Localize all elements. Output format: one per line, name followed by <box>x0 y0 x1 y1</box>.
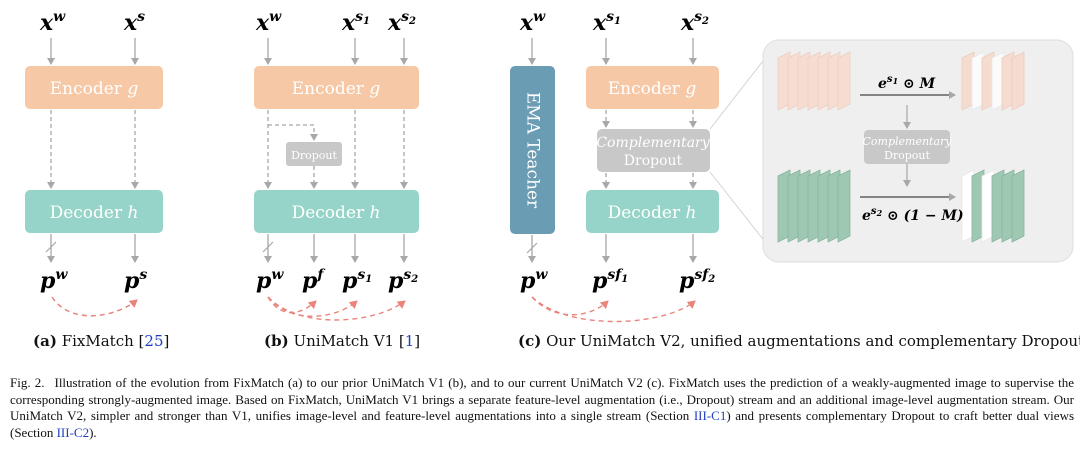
panel-b: xw xs1 xs2 Encoder g Dropout Decoder h p… <box>254 9 420 350</box>
supervision-link <box>267 296 358 317</box>
output-ps1: ps1 <box>342 267 372 294</box>
input-xs1: xs1 <box>592 9 621 36</box>
top-mask-expression: es1 ⊙ M <box>878 74 936 92</box>
inset-dropout-line2: Dropout <box>884 149 930 162</box>
caption-ref-1[interactable]: III-C1 <box>693 408 727 423</box>
output-psf1: psf1 <box>592 267 628 294</box>
complementary-dropout-line1: Complementary <box>596 135 710 151</box>
stop-gradient-mark <box>526 242 538 254</box>
panel-b-caption: (b) UniMatch V1 [1] <box>264 332 420 350</box>
decoder-block <box>254 190 419 233</box>
input-xw: xw <box>39 9 66 36</box>
encoder-block <box>25 66 163 109</box>
supervision-link <box>267 296 406 321</box>
inset-dropout-block <box>864 130 950 164</box>
ema-teacher-block <box>510 66 555 234</box>
supervision-link <box>531 296 609 316</box>
decoder-block <box>586 190 719 233</box>
output-ps: ps <box>124 267 147 294</box>
decoder-label: Decoder h <box>292 203 381 223</box>
encoder-block <box>254 66 419 109</box>
complementary-dropout-line2: Dropout <box>624 153 683 169</box>
feature-stack-top-output <box>961 51 1025 111</box>
encoder-label: Encoder g <box>50 79 139 99</box>
input-xw: xw <box>519 9 546 36</box>
input-xs2: xs2 <box>680 9 709 36</box>
inset-dropout-line1: Complementary <box>862 135 952 148</box>
stop-gradient-mark <box>262 241 274 253</box>
figure-diagram: xw xs Encoder g Decoder h pw ps (a) FixM… <box>25 9 1080 350</box>
encoder-label: Encoder g <box>608 79 697 99</box>
supervision-link <box>531 296 696 323</box>
input-xs: xs <box>123 9 145 36</box>
panel-c-caption: (c) Our UniMatch V2, unified augmentatio… <box>518 332 1080 350</box>
input-xw: xw <box>255 9 282 36</box>
panel-a-caption: (a) FixMatch [25] <box>33 332 169 350</box>
caption-ref-2[interactable]: III-C2 <box>56 424 90 440</box>
feature-stack-top-input <box>777 51 851 111</box>
zoom-line <box>709 171 771 249</box>
caption-text-3: ). <box>89 424 97 440</box>
ema-teacher-label: EMA Teacher <box>523 92 543 209</box>
feature-stack-bottom-input <box>777 169 851 243</box>
output-psf2: psf2 <box>679 267 715 294</box>
input-xs1: xs1 <box>341 9 370 36</box>
caption-text-2: ) and presents complementary Dropout to … <box>10 408 1075 440</box>
decoder-label: Decoder h <box>608 203 697 223</box>
stop-gradient-mark <box>45 241 57 253</box>
dropout-label: Dropout <box>291 149 337 162</box>
complementary-dropout-block <box>597 129 710 172</box>
panel-c: xw xs1 xs2 EMA Teacher Encoder g Complem… <box>510 9 1080 350</box>
encoder-block <box>586 66 719 109</box>
decoder-block <box>25 190 163 233</box>
bottom-mask-expression: es2 ⊙ (1 − M) <box>862 206 964 224</box>
output-pf: pf <box>302 267 326 294</box>
caption-label: Fig. 2. <box>10 375 45 390</box>
panel-a: xw xs Encoder g Decoder h pw ps (a) FixM… <box>25 9 169 350</box>
figure-caption: Fig. 2.Illustration of the evolution fro… <box>10 375 1074 441</box>
output-ps2: ps2 <box>388 267 418 294</box>
output-pw: pw <box>520 267 548 294</box>
complementary-dropout-inset: es1 ⊙ M es2 ⊙ (1 − M) Complementary Drop… <box>762 39 1074 263</box>
zoom-line <box>709 51 771 130</box>
input-xs2: xs2 <box>387 9 416 36</box>
encoder-label: Encoder g <box>292 79 381 99</box>
output-pw: pw <box>40 267 68 294</box>
dropout-block <box>286 142 342 166</box>
caption-text-1: Illustration of the evolution from FixMa… <box>10 375 1075 423</box>
supervision-link <box>51 296 138 317</box>
decoder-label: Decoder h <box>50 203 139 223</box>
output-pw: pw <box>256 267 284 294</box>
feature-stack-bottom-output <box>961 169 1025 243</box>
